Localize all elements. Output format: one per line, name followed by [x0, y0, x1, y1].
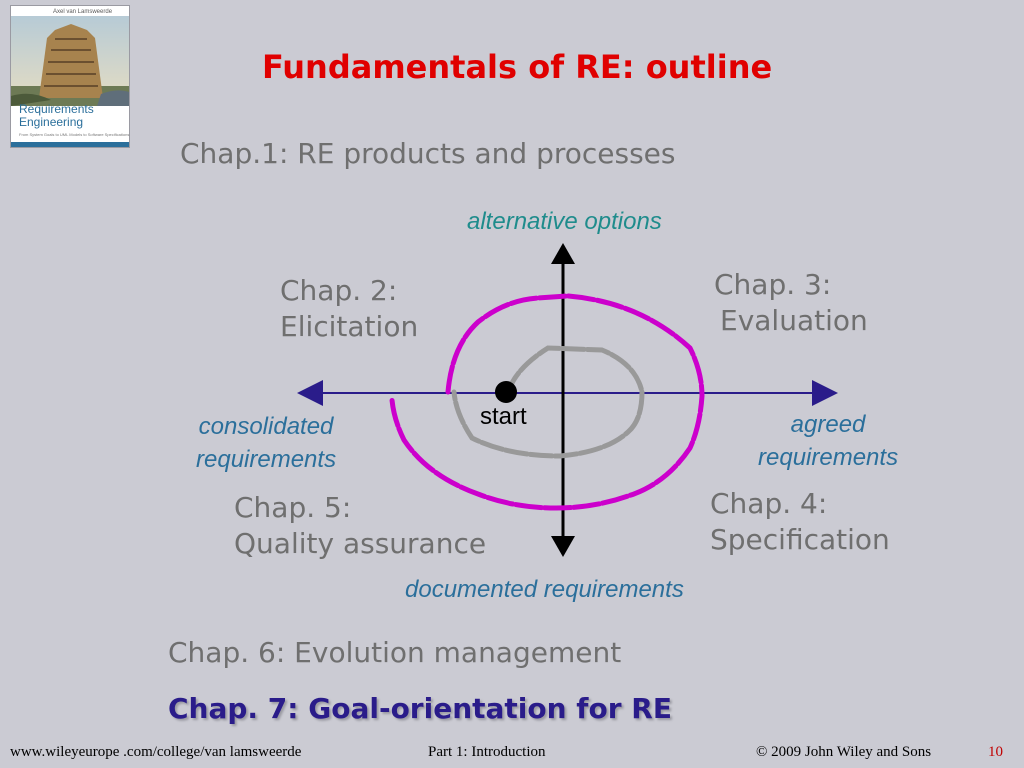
book-cover-stripe — [11, 142, 129, 147]
right-axis-label: agreed requirements — [758, 408, 898, 474]
chap5-label: Chap. 5: Quality assurance — [234, 490, 486, 562]
outer-spiral — [389, 293, 705, 511]
chap5-topic: Quality assurance — [234, 527, 487, 560]
top-axis-label: alternative options — [467, 208, 662, 235]
inner-spiral — [451, 345, 645, 459]
page-number: 10 — [988, 744, 1003, 760]
chap3-topic: Evaluation — [720, 304, 868, 337]
chap4-number: Chap. 4: — [710, 487, 828, 520]
left-axis-label-line2: requirements — [196, 446, 337, 473]
left-arrowhead — [297, 380, 323, 406]
chap6-label: Chap. 6: Evolution management — [168, 636, 622, 669]
start-label: start — [480, 403, 527, 430]
book-title-line2: Engineering — [19, 115, 84, 129]
footer-copyright: © 2009 John Wiley and Sons — [756, 744, 932, 760]
left-axis-label: consolidated requirements — [196, 410, 336, 476]
start-dot — [495, 381, 517, 403]
chap5-number: Chap. 5: — [234, 491, 352, 524]
right-axis-label-line2: requirements — [758, 444, 899, 471]
chap2-number: Chap. 2: — [280, 274, 398, 307]
right-arrowhead — [812, 380, 838, 406]
bottom-axis-label: documented requirements — [405, 576, 684, 603]
chap4-topic: Specification — [710, 523, 890, 556]
chap7-label: Chap. 7: Goal-orientation for RE — [168, 692, 672, 725]
chap1-label: Chap.1: RE products and processes — [180, 137, 676, 170]
footer-part: Part 1: Introduction — [428, 744, 546, 760]
chap3-label: Chap. 3: Evaluation — [714, 267, 868, 339]
chap4-label: Chap. 4: Specification — [710, 486, 890, 558]
book-cover: Axel van Lamsweerde Requirements Enginee… — [10, 5, 130, 148]
chap3-number: Chap. 3: — [714, 268, 832, 301]
down-arrowhead — [551, 536, 575, 557]
book-cover-painting — [11, 16, 129, 106]
right-axis-label-line1: agreed — [790, 411, 866, 438]
up-arrowhead — [551, 243, 575, 264]
left-axis-label-line1: consolidated — [198, 413, 334, 440]
chap2-topic: Elicitation — [280, 310, 419, 343]
chap2-label: Chap. 2: Elicitation — [280, 273, 418, 345]
book-author: Axel van Lamsweerde — [53, 9, 113, 15]
footer-url: www.wileyeurope .com/college/van lamswee… — [10, 744, 302, 760]
slide-title: Fundamentals of RE: outline — [262, 48, 773, 86]
book-subtitle: From System Goals to UML Models to Softw… — [19, 132, 130, 137]
book-title-line1: Requirements — [19, 102, 94, 116]
